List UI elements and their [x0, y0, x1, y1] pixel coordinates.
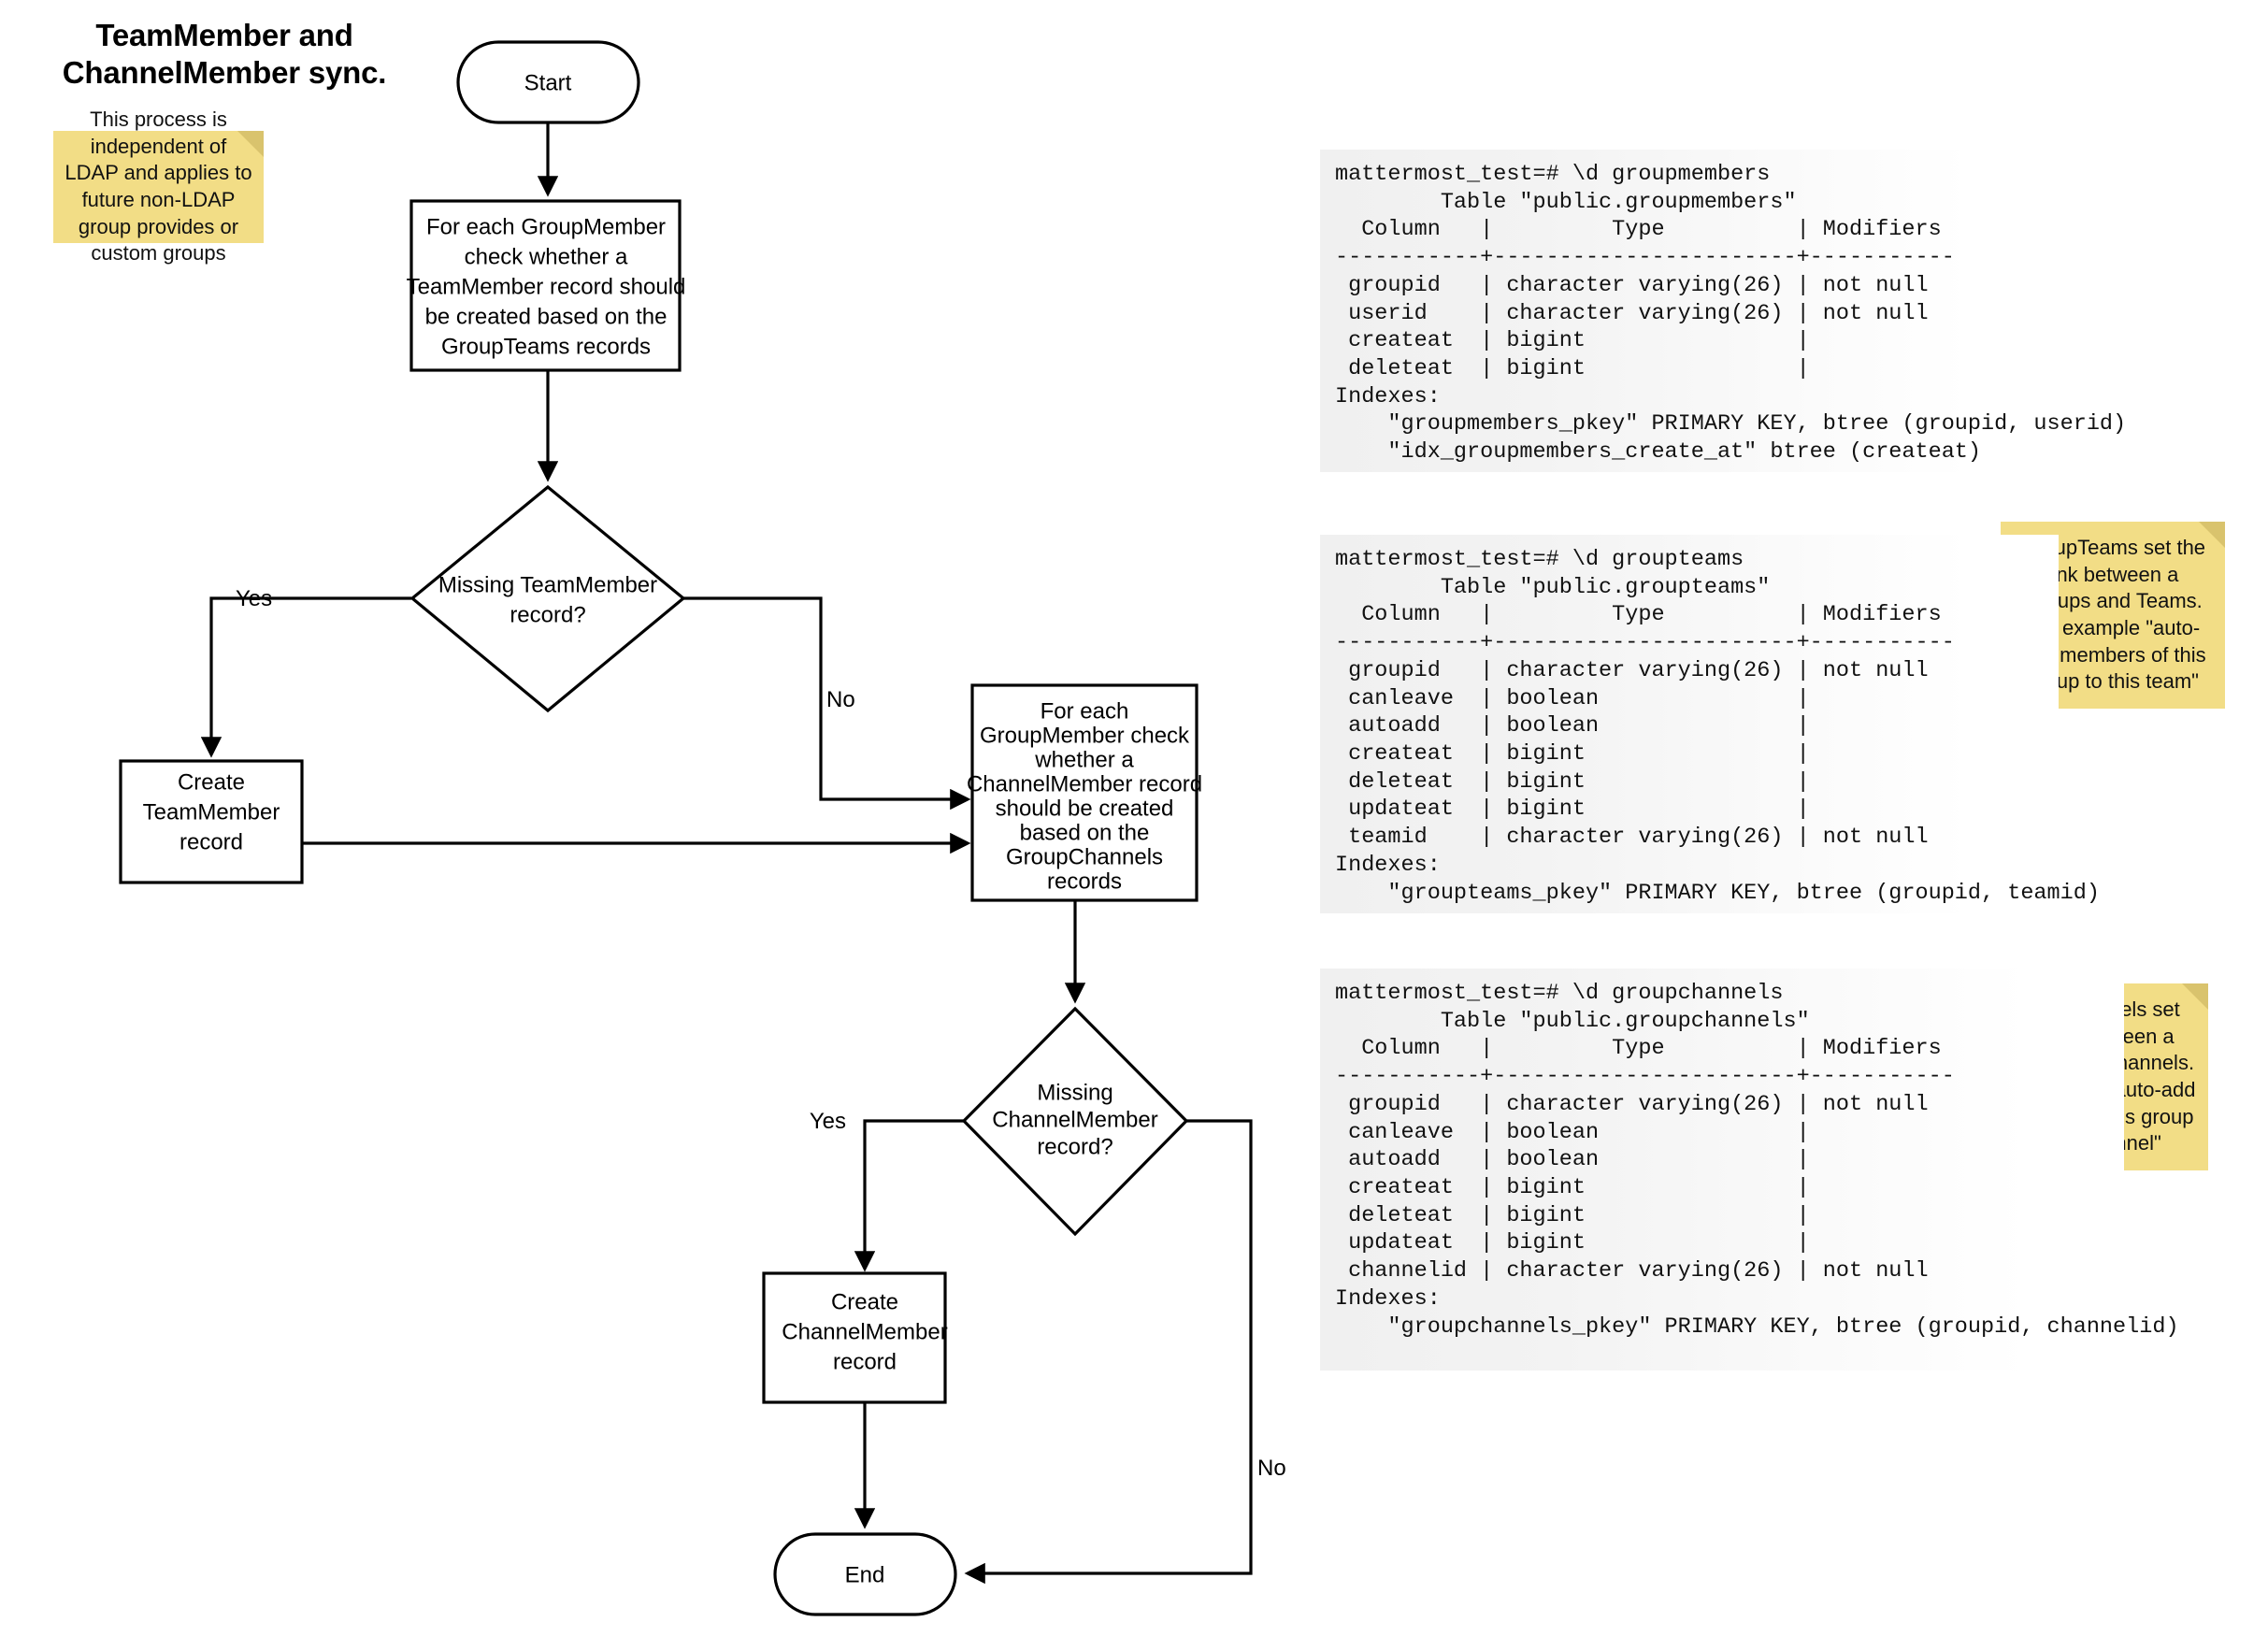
- node-process-team-line-2: TeamMember record should: [407, 274, 686, 299]
- node-process-team[interactable]: For each GroupMember check whether a Tea…: [407, 199, 686, 372]
- node-process-channel-line-5: based on the: [1020, 820, 1150, 845]
- node-create-team-line-0: Create: [178, 769, 245, 795]
- terminal-output-groupchannels: mattermost_test=# \d groupchannels Table…: [1320, 969, 2179, 1371]
- node-process-team-line-4: GroupTeams records: [441, 334, 651, 359]
- node-process-channel-line-1: GroupMember check: [980, 723, 1190, 748]
- node-decision-team-line-1: record?: [510, 602, 585, 627]
- node-create-channel-line-0: Create: [831, 1289, 898, 1314]
- edge-label-team-yes: Yes: [236, 586, 272, 611]
- flowchart: Yes No Yes No Start For each GroupMember…: [119, 40, 1286, 1616]
- flow-edge-labels: Yes No Yes No: [236, 586, 1286, 1481]
- node-decision-channel-shape: [961, 1006, 1189, 1237]
- node-create-channel[interactable]: Create ChannelMember record: [762, 1271, 948, 1404]
- terminal-output-groupteams: mattermost_test=# \d groupteams Table "p…: [1320, 535, 2100, 913]
- edge-decision-team-no: [683, 596, 971, 811]
- node-start[interactable]: Start: [456, 40, 640, 124]
- node-decision-team-line-0: Missing TeamMember: [438, 572, 657, 597]
- node-process-channel-line-3: ChannelMember record: [967, 771, 1202, 796]
- node-end-label: End: [845, 1562, 885, 1587]
- node-process-team-shape: [409, 199, 682, 372]
- terminal-output-groupmembers: mattermost_test=# \d groupmembers Table …: [1320, 150, 2126, 472]
- edge-label-channel-yes: Yes: [810, 1109, 846, 1134]
- node-decision-channel-line-0: Missing: [1037, 1080, 1112, 1105]
- node-start-label: Start: [524, 70, 572, 95]
- node-process-channel-line-0: For each: [1041, 698, 1129, 724]
- node-create-team[interactable]: Create TeamMember record: [119, 759, 304, 884]
- sticky-note-ldap-text: This process is independent of LDAP and …: [65, 108, 252, 265]
- edge-label-channel-no: No: [1257, 1456, 1286, 1481]
- node-decision-channel-line-2: record?: [1037, 1134, 1112, 1159]
- page-title-line2: ChannelMember sync.: [62, 55, 387, 91]
- node-create-team-line-1: TeamMember: [143, 799, 280, 825]
- node-create-channel-line-2: record: [833, 1349, 897, 1374]
- node-process-channel-line-2: whether a: [1034, 747, 1134, 772]
- edge-decision-channel-no: [964, 1119, 1253, 1585]
- flow-edges: [200, 122, 1253, 1585]
- node-process-channel-line-7: records: [1047, 868, 1122, 894]
- node-process-team-line-3: be created based on the: [425, 304, 667, 329]
- page-title-line1: TeamMember and: [95, 18, 353, 52]
- page-title: TeamMember and ChannelMember sync.: [56, 17, 393, 93]
- node-process-channel-line-6: GroupChannels: [1006, 844, 1163, 869]
- node-create-team-line-2: record: [179, 829, 243, 854]
- sticky-note-ldap: This process is independent of LDAP and …: [53, 108, 264, 265]
- edge-decision-team-yes: [200, 596, 411, 758]
- node-process-channel-line-4: should be created: [996, 796, 1174, 821]
- node-process-team-line-1: check whether a: [465, 244, 628, 269]
- node-create-channel-line-1: ChannelMember: [782, 1319, 947, 1344]
- node-process-team-line-0: For each GroupMember: [426, 214, 666, 239]
- node-decision-team-shape: [409, 484, 686, 713]
- node-decision-channel[interactable]: Missing ChannelMember record?: [961, 1006, 1189, 1237]
- edge-decision-channel-yes: [854, 1119, 965, 1272]
- node-create-team-shape: [119, 759, 304, 884]
- node-end-shape: [773, 1532, 957, 1616]
- node-decision-team[interactable]: Missing TeamMember record?: [409, 484, 686, 713]
- node-process-channel[interactable]: For each GroupMember check whether a Cha…: [967, 683, 1202, 902]
- node-create-channel-shape: [762, 1271, 947, 1404]
- edge-label-team-no: No: [826, 687, 855, 712]
- node-end[interactable]: End: [773, 1532, 957, 1616]
- node-process-channel-shape: [970, 683, 1199, 902]
- node-decision-channel-line-1: ChannelMember: [992, 1107, 1157, 1132]
- node-start-shape: [456, 40, 640, 124]
